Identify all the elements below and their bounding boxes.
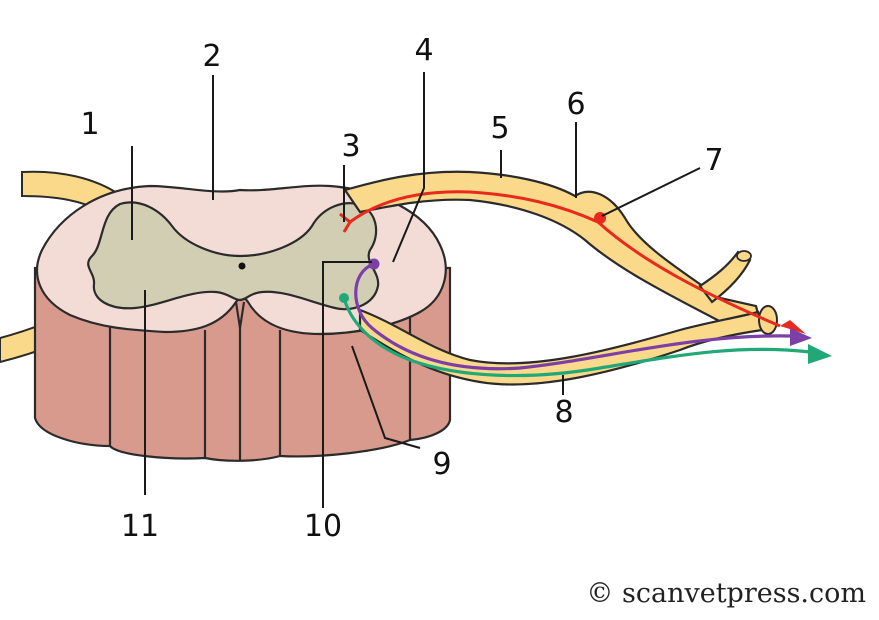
label-6: 6	[566, 87, 585, 122]
motor-fiber-green	[342, 297, 811, 378]
copyright-credit: © scanvetpress.com	[586, 578, 866, 609]
label-3: 3	[341, 129, 360, 164]
dorsal-ramus	[698, 250, 752, 304]
label-9: 9	[432, 447, 451, 482]
central-canal	[238, 262, 246, 270]
label-2: 2	[202, 39, 221, 74]
motor-fiber-purple	[354, 262, 791, 371]
leader-4	[392, 72, 425, 263]
label-1: 1	[80, 107, 99, 142]
label-10: 10	[304, 509, 342, 544]
leader-7	[601, 167, 701, 217]
sensory-fiber	[349, 190, 781, 328]
motor-arrow-green	[808, 344, 832, 364]
grey-matter	[87, 201, 380, 311]
label-5: 5	[490, 111, 509, 146]
sensory-cell-body	[594, 212, 606, 224]
sensory-arrow	[780, 320, 806, 334]
motor-arrow-purple	[790, 328, 812, 346]
ventral-median-fissure	[234, 301, 246, 329]
leader-10	[322, 261, 372, 508]
motor-cell-body-green	[339, 293, 349, 303]
dorsal-ramus-cut	[736, 250, 752, 262]
label-11: 11	[121, 509, 159, 544]
label-7: 7	[704, 143, 723, 178]
label-8: 8	[554, 395, 573, 430]
leader-9	[351, 345, 421, 449]
label-4: 4	[414, 33, 433, 68]
motor-cell-body-purple	[368, 258, 380, 270]
